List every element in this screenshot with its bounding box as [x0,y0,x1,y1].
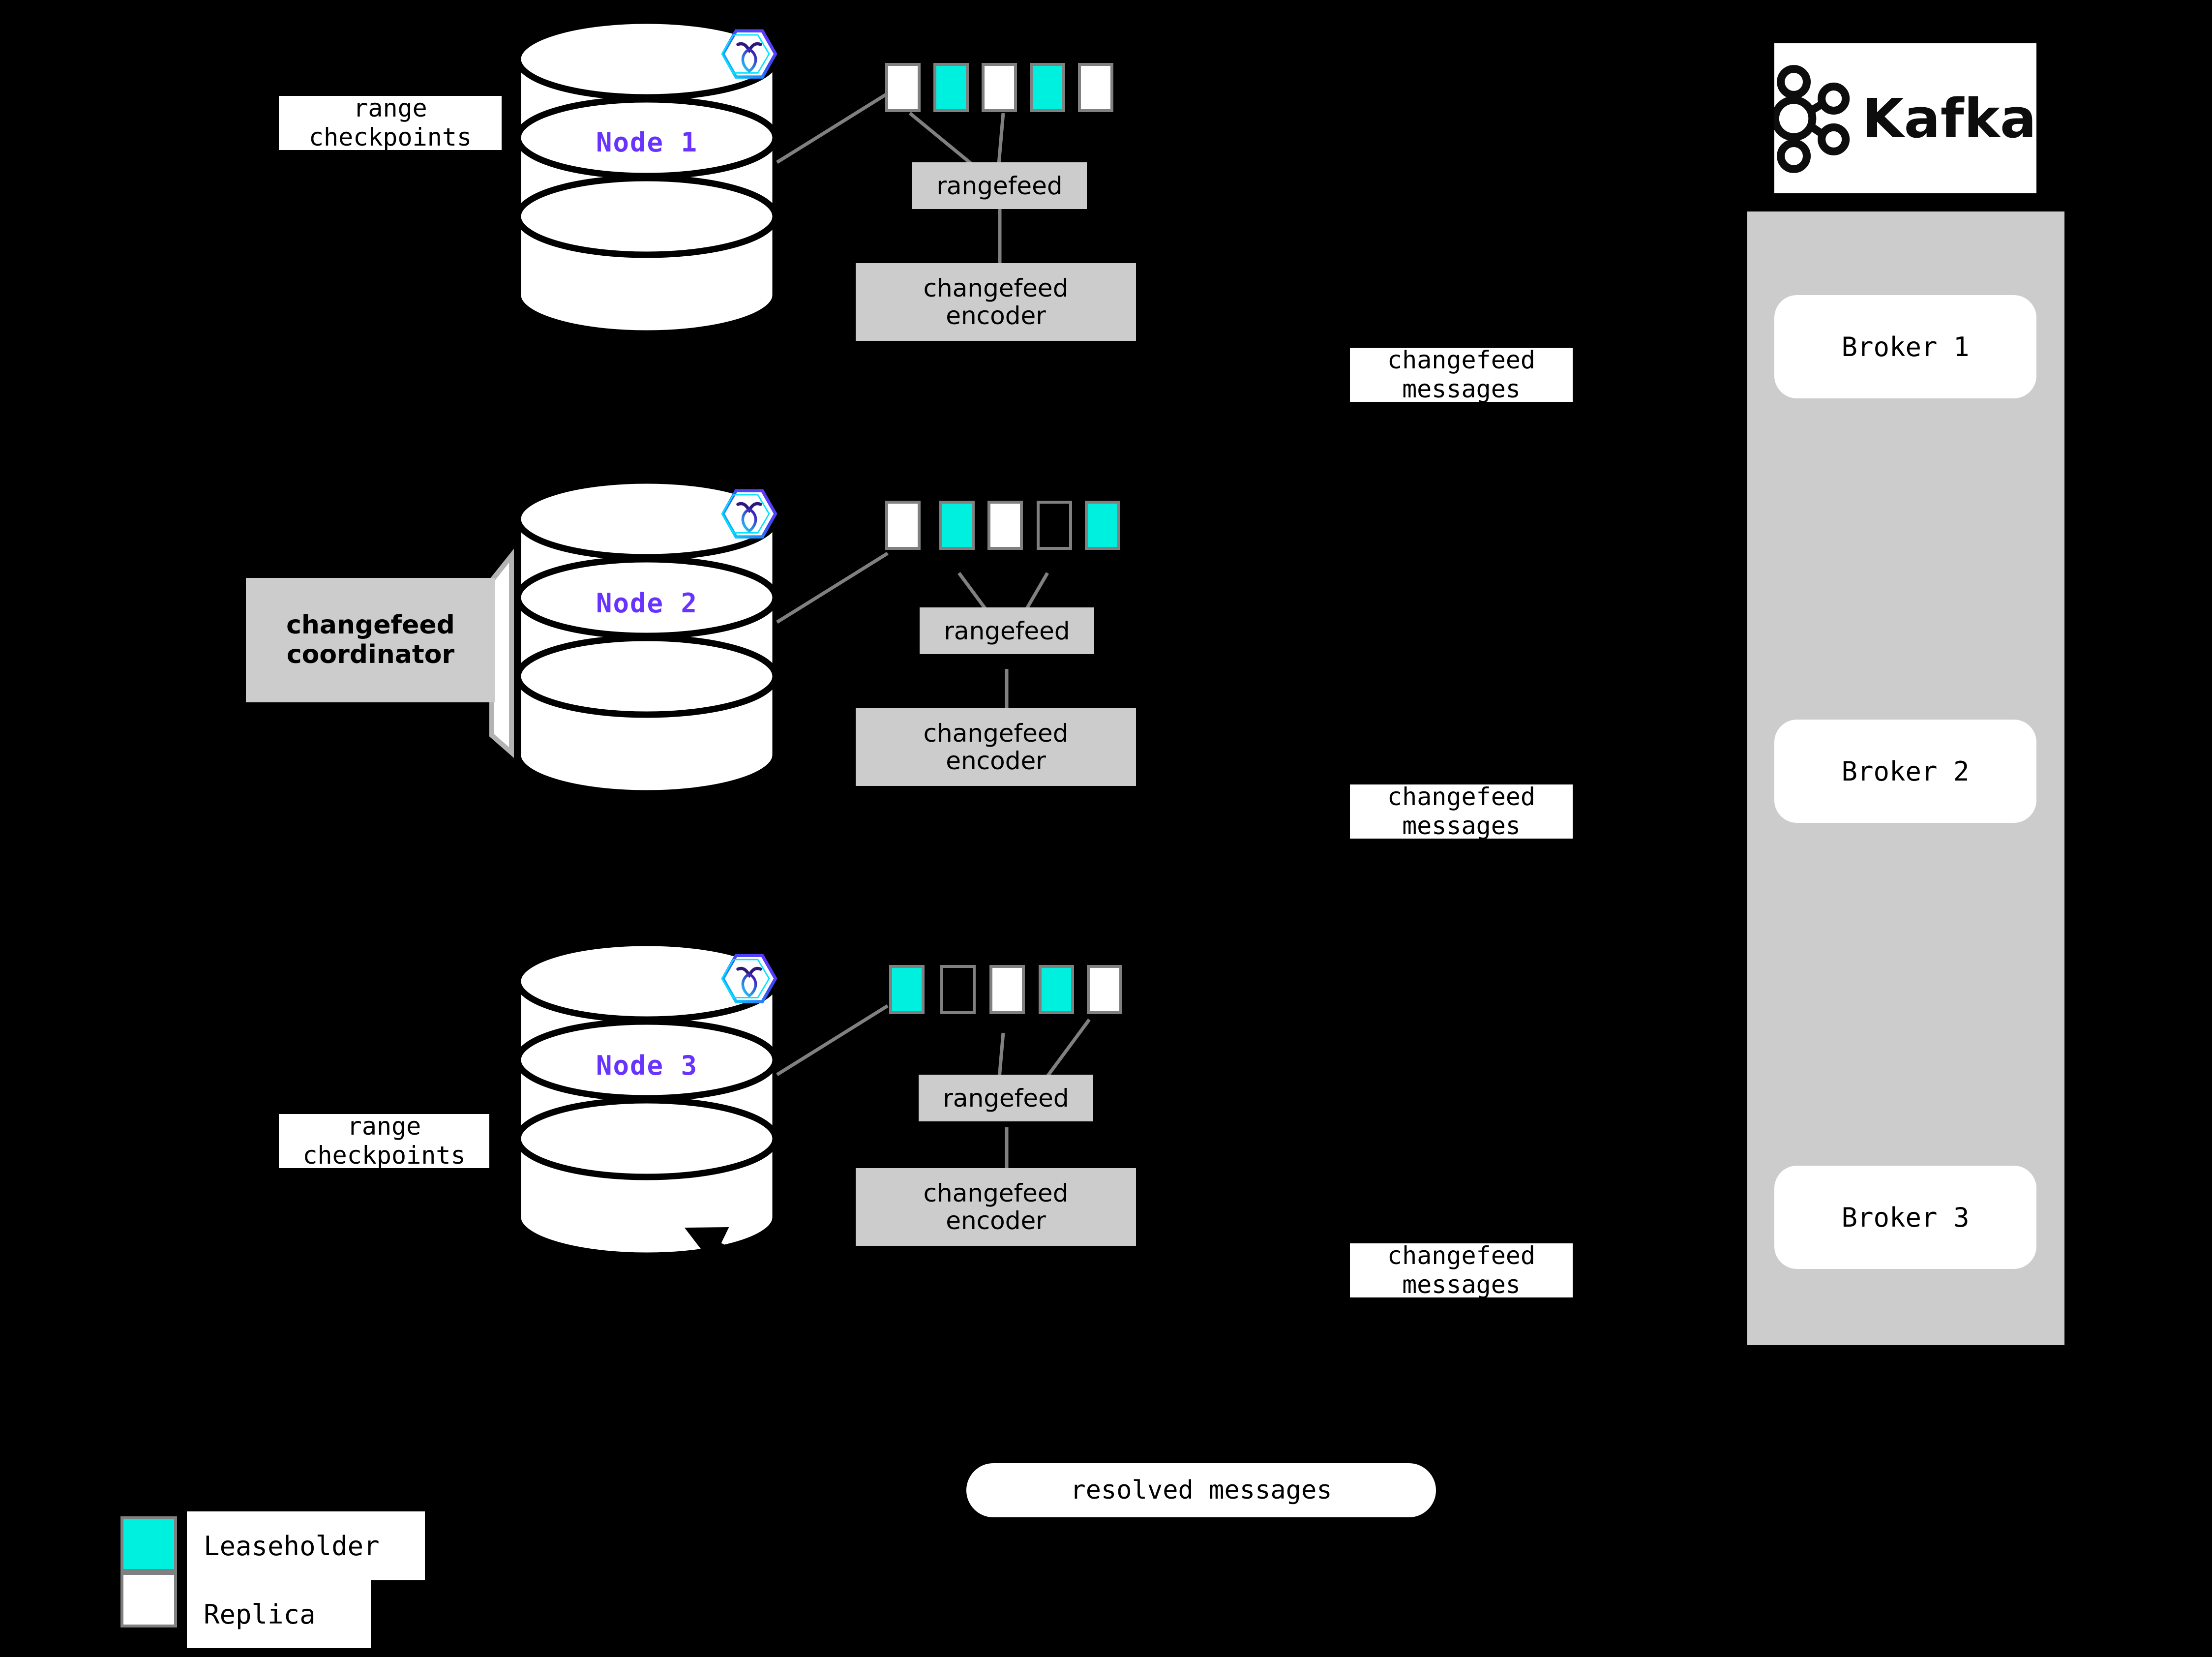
range-leaseholder[interactable] [939,501,975,550]
cockroachdb-hexagon-icon [721,29,777,79]
legend-label-replica: Replica [187,1580,371,1648]
resolved-messages-pill[interactable]: resolved messages [966,1463,1436,1517]
range-replica[interactable] [1078,63,1113,112]
changefeed-messages-label-2: changefeed messages [1350,783,1573,840]
range-replica[interactable] [989,965,1025,1014]
rangefeed-box-node1[interactable]: rangefeed [912,162,1087,209]
broker-1[interactable]: Broker 1 [1774,295,2036,398]
range-checkpoints-label-node3: range checkpoints [279,1112,489,1170]
range-replica[interactable] [982,63,1017,112]
node-2-cylinder [514,477,779,797]
range-leaseholder[interactable] [1030,63,1065,112]
kafka-logo: Kafka [1774,43,2036,193]
rangefeed-box-node2[interactable]: rangefeed [920,607,1094,654]
kafka-graph-icon [1774,64,1850,173]
range-empty[interactable] [1037,501,1072,550]
changefeed-encoder-box-node3[interactable]: changefeed encoder [856,1168,1136,1246]
range-replica[interactable] [885,63,921,112]
range-empty[interactable] [940,965,976,1014]
range-leaseholder[interactable] [933,63,969,112]
changefeed-messages-label-3: changefeed messages [1350,1241,1573,1299]
broker-2[interactable]: Broker 2 [1774,720,2036,823]
range-replica[interactable] [987,501,1023,550]
changefeed-encoder-box-node2[interactable]: changefeed encoder [856,708,1136,786]
node-3-label: Node 3 [596,1050,698,1081]
kafka-wordmark: Kafka [1862,87,2036,150]
range-checkpoints-label-node1: range checkpoints [279,94,502,151]
range-leaseholder[interactable] [1039,965,1074,1014]
node-2-label: Node 2 [596,588,698,619]
range-leaseholder[interactable] [889,965,925,1014]
legend-swatch-leaseholder [120,1516,177,1572]
rangefeed-box-node3[interactable]: rangefeed [919,1075,1093,1121]
changefeed-messages-label-1: changefeed messages [1350,346,1573,403]
node-1-cylinder [514,17,779,337]
changefeed-coordinator-box: changefeed coordinator [246,578,495,702]
broker-3[interactable]: Broker 3 [1774,1166,2036,1269]
range-leaseholder[interactable] [1085,501,1120,550]
range-replica[interactable] [885,501,921,550]
changefeed-encoder-box-node1[interactable]: changefeed encoder [856,263,1136,341]
node-3-cylinder [514,939,779,1259]
cockroachdb-hexagon-icon [721,489,777,539]
legend-swatch-replica [120,1572,177,1627]
legend-label-leaseholder: Leaseholder [187,1511,425,1580]
range-replica[interactable] [1087,965,1122,1014]
node-1-label: Node 1 [596,127,698,158]
cockroachdb-hexagon-icon [721,954,777,1003]
